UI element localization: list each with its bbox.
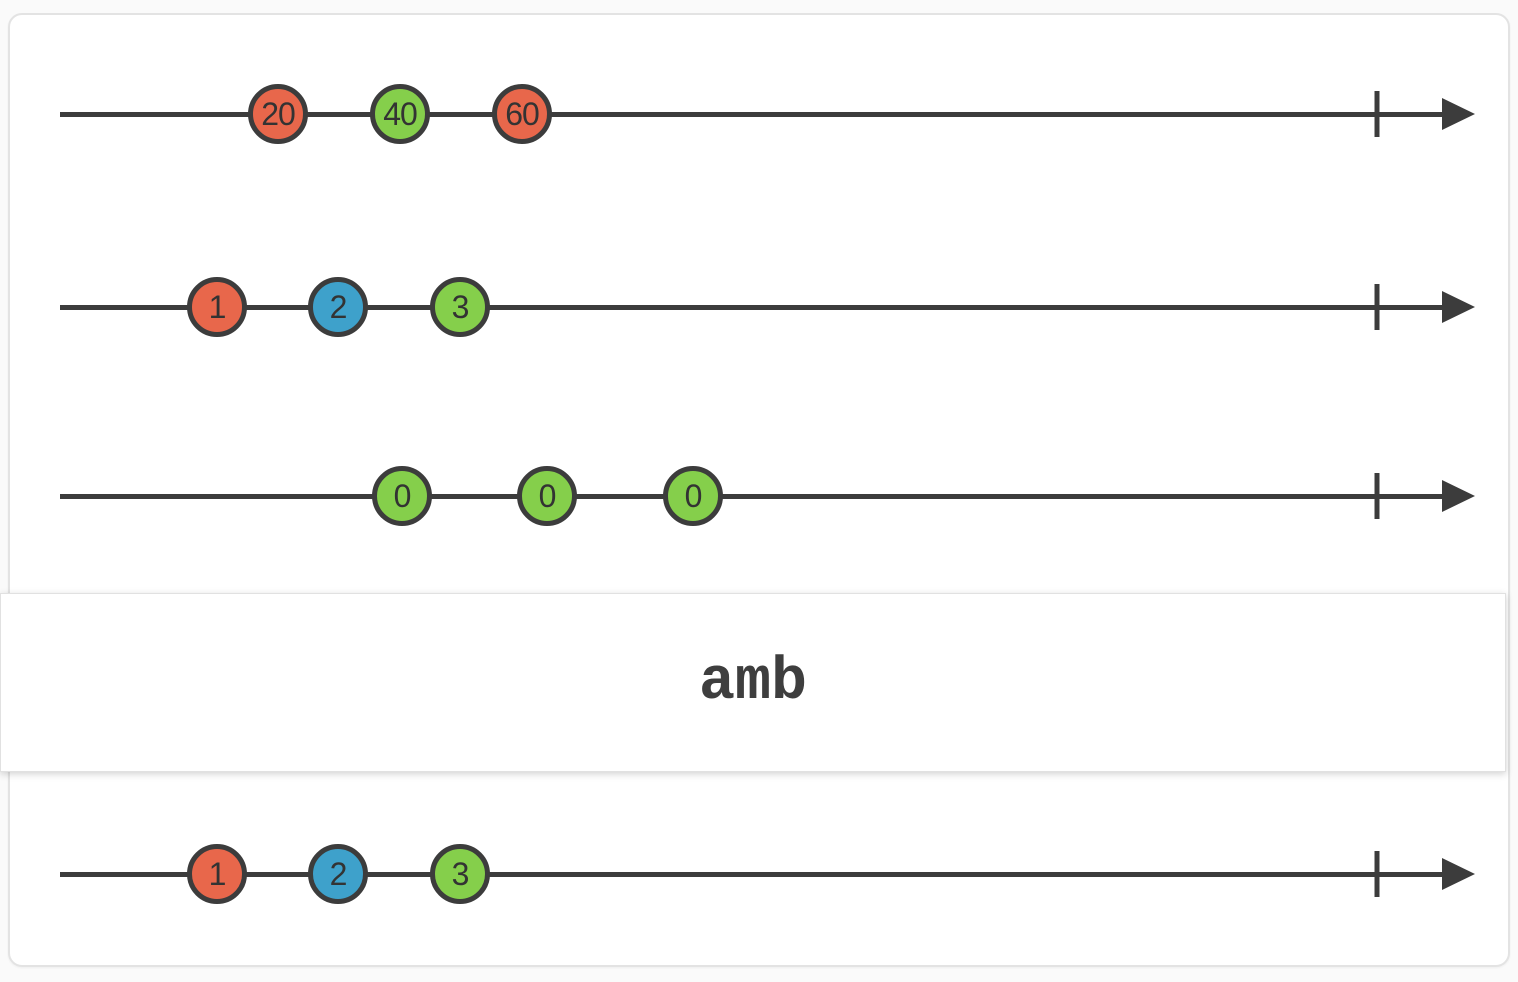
input-3-timeline: 0 0 0 [60, 464, 1475, 528]
marble-label: 2 [329, 289, 348, 325]
timeline-line [60, 871, 1455, 877]
timeline-line [60, 304, 1455, 310]
complete-tick [1374, 851, 1380, 897]
marble-label: 60 [505, 96, 540, 132]
timeline-line [60, 493, 1455, 499]
marble-label: 2 [329, 856, 348, 892]
operator-label: amb [698, 648, 808, 717]
marble-label: 20 [261, 96, 296, 132]
output-timeline: 1 2 3 [60, 842, 1475, 906]
marble-2[interactable]: 2 [308, 277, 368, 337]
marble-60[interactable]: 60 [492, 84, 552, 144]
marble-label: 1 [208, 289, 227, 325]
marble-20[interactable]: 20 [248, 84, 308, 144]
input-1-timeline: 20 40 60 [60, 82, 1475, 146]
marble-label: 3 [451, 856, 470, 892]
arrowhead-icon [1442, 480, 1475, 512]
complete-tick[interactable] [1374, 473, 1380, 519]
marble-2: 2 [308, 844, 368, 904]
marble-3: 3 [430, 844, 490, 904]
arrowhead-icon [1442, 291, 1475, 323]
marble-label: 40 [383, 96, 418, 132]
diagram-card: 20 40 60 1 2 3 0 0 0 1 2 3 [8, 13, 1510, 967]
timeline-line [60, 111, 1455, 117]
arrowhead-icon [1442, 98, 1475, 130]
marble-label: 1 [208, 856, 227, 892]
marble-1[interactable]: 1 [187, 277, 247, 337]
marble-label: 0 [684, 478, 703, 514]
complete-tick[interactable] [1374, 91, 1380, 137]
marble-0[interactable]: 0 [372, 466, 432, 526]
marble-label: 3 [451, 289, 470, 325]
marble-1: 1 [187, 844, 247, 904]
marble-40[interactable]: 40 [370, 84, 430, 144]
marble-label: 0 [538, 478, 557, 514]
marble-label: 0 [393, 478, 412, 514]
input-2-timeline: 1 2 3 [60, 275, 1475, 339]
complete-tick[interactable] [1374, 284, 1380, 330]
marble-0[interactable]: 0 [663, 466, 723, 526]
operator-box: amb [0, 593, 1506, 772]
marble-0[interactable]: 0 [517, 466, 577, 526]
marble-3[interactable]: 3 [430, 277, 490, 337]
arrowhead-icon [1442, 858, 1475, 890]
